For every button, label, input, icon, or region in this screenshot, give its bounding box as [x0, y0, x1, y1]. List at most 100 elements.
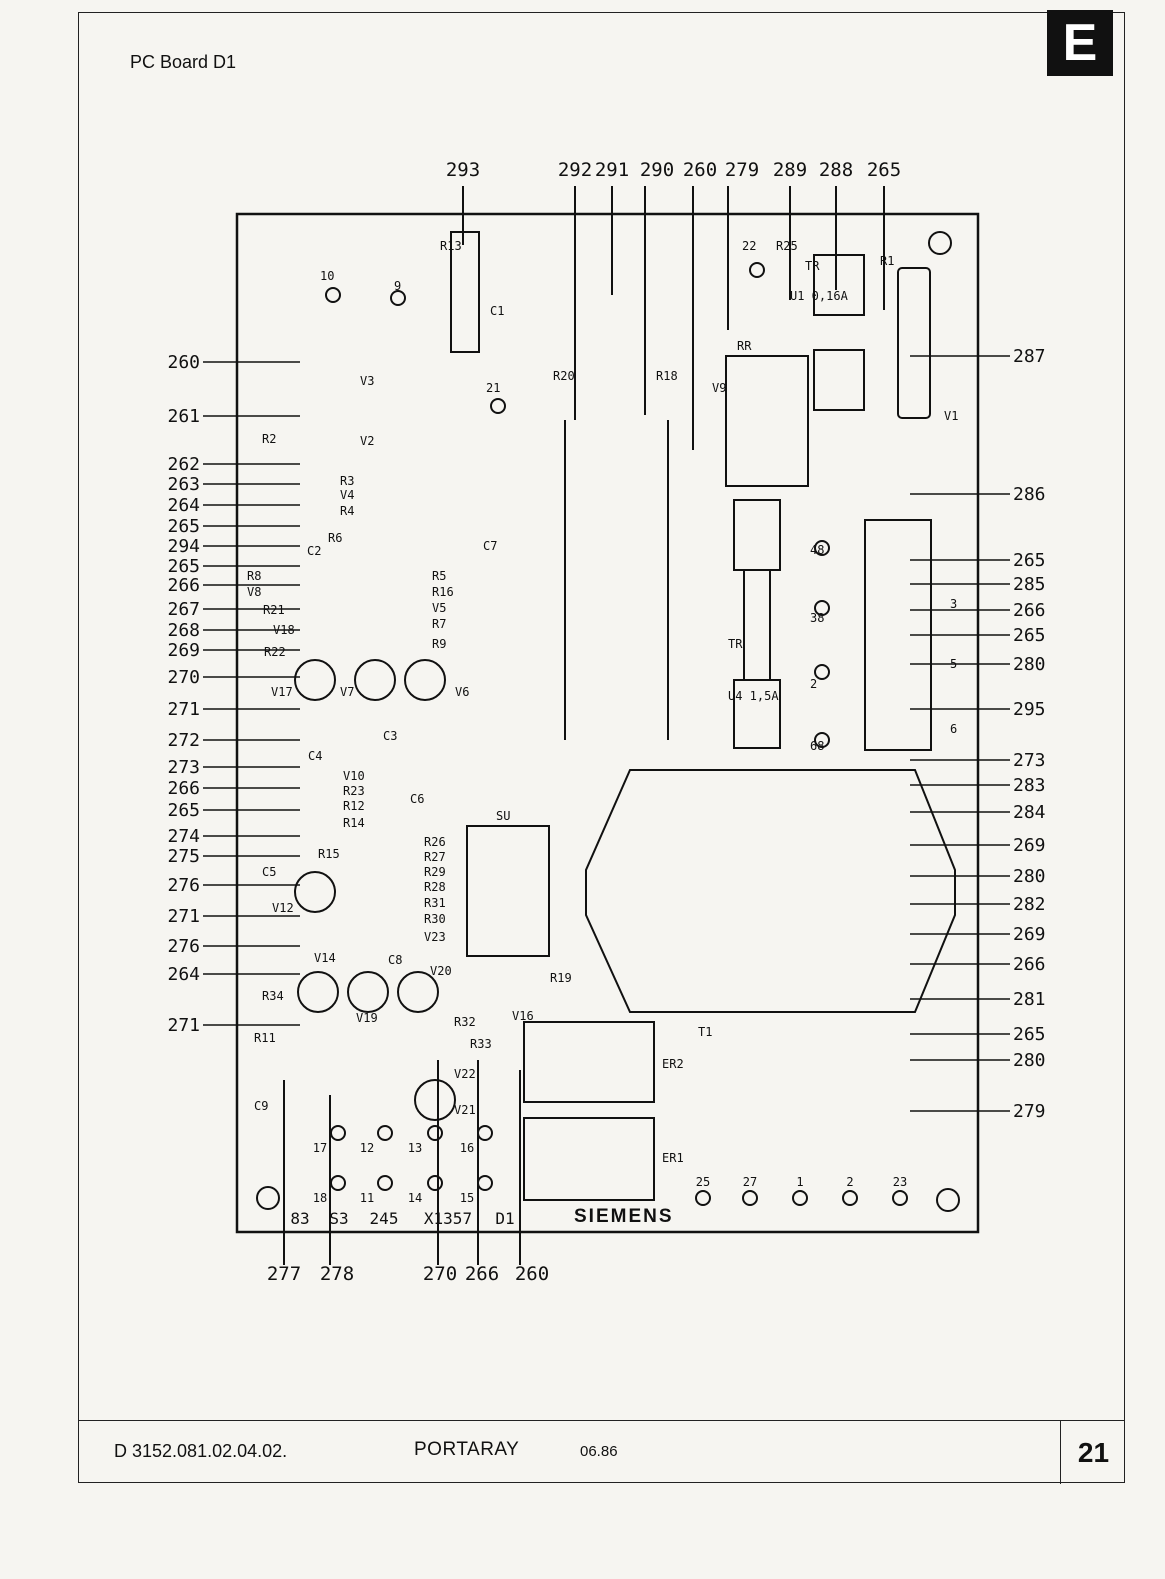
callout-bottom: 270 — [423, 1263, 457, 1285]
callout-right: 269 — [1013, 835, 1046, 856]
component-label: U4 1,5A — [728, 689, 779, 703]
component-label: V7 — [340, 685, 354, 699]
bottom-pin-label: 83 — [290, 1209, 309, 1228]
bottom-pin-label: D1 — [495, 1209, 514, 1228]
issue-date: 06.86 — [580, 1443, 618, 1460]
callout-left: 266 — [167, 778, 200, 799]
callout-left: 269 — [167, 640, 200, 661]
component-label: R13 — [440, 239, 462, 253]
callout-right: 280 — [1013, 866, 1046, 887]
pad-label: 14 — [408, 1191, 422, 1205]
fuse-holder-u1 — [813, 254, 865, 316]
bottom-pin-label: 245 — [370, 1209, 399, 1228]
component-label: R7 — [432, 617, 446, 631]
callout-right: 279 — [1013, 1101, 1046, 1122]
board-outline — [235, 212, 980, 1234]
component-label: V16 — [512, 1009, 534, 1023]
callout-left: 275 — [167, 846, 200, 867]
callout-right: 285 — [1013, 574, 1046, 595]
relay-er2 — [523, 1021, 655, 1103]
callout-top: 289 — [773, 159, 807, 181]
component-label: TR — [805, 259, 820, 273]
pad-label: 27 — [743, 1175, 757, 1189]
component-label: V2 — [360, 434, 374, 448]
pad-label: 18 — [313, 1191, 327, 1205]
callout-right: 286 — [1013, 484, 1046, 505]
component-label: R34 — [262, 989, 284, 1003]
component-label: 5 — [950, 657, 957, 671]
board-brand-label: SIEMENS — [574, 1206, 674, 1227]
component-label: V3 — [360, 374, 374, 388]
pad-label: 1 — [796, 1175, 803, 1189]
component-label: C6 — [410, 792, 424, 806]
component-label: V21 — [454, 1103, 476, 1117]
callout-bottom: 260 — [515, 1263, 549, 1285]
component-label: SU — [496, 809, 510, 823]
component-label: R1 — [880, 254, 894, 268]
callout-right: 280 — [1013, 654, 1046, 675]
component-label: R11 — [254, 1031, 276, 1045]
callout-left: 264 — [167, 495, 200, 516]
callout-bottom: 277 — [267, 1263, 301, 1285]
callout-left: 265 — [167, 556, 200, 577]
component-label: 38 — [810, 611, 824, 625]
callout-left: 262 — [167, 454, 200, 475]
callout-right: 265 — [1013, 625, 1046, 646]
component-label: C9 — [254, 1099, 268, 1113]
component-label: R26 — [424, 835, 446, 849]
component-label: C5 — [262, 865, 276, 879]
callout-left: 265 — [167, 800, 200, 821]
component-label: R2 — [262, 432, 276, 446]
resistor-r13 — [450, 231, 480, 353]
relay-block — [725, 355, 809, 487]
component-label: R25 — [776, 239, 798, 253]
component-label: R3 — [340, 474, 354, 488]
component-label: R30 — [424, 912, 446, 926]
module-su — [466, 825, 550, 957]
callout-left: 271 — [167, 1015, 200, 1036]
component-label: V9 — [712, 381, 726, 395]
bottom-pin-label: X1357 — [424, 1209, 472, 1228]
component-label: V14 — [314, 951, 336, 965]
page-frame — [78, 12, 1125, 1483]
component-label: ER1 — [662, 1151, 684, 1165]
callout-left: 274 — [167, 826, 200, 847]
component-label: U1 0,16A — [790, 289, 849, 303]
callout-right: 281 — [1013, 989, 1046, 1010]
component-label: R20 — [553, 369, 575, 383]
callout-top: 293 — [446, 159, 480, 181]
component-label: ER2 — [662, 1057, 684, 1071]
pad-label: 11 — [360, 1191, 374, 1205]
component-label: R5 — [432, 569, 446, 583]
section-tab: E — [1047, 10, 1113, 76]
component-label: V4 — [340, 488, 354, 502]
callout-left: 261 — [167, 406, 200, 427]
component-label: C7 — [483, 539, 497, 553]
component-label: R8 — [247, 569, 261, 583]
callout-top: 260 — [683, 159, 717, 181]
callout-left: 272 — [167, 730, 200, 751]
page-number: 21 — [1060, 1421, 1126, 1484]
component-label: R23 — [343, 784, 365, 798]
callout-top: 288 — [819, 159, 853, 181]
callout-left: 276 — [167, 875, 200, 896]
callout-left: 271 — [167, 906, 200, 927]
component-label: R27 — [424, 850, 446, 864]
callout-right: 280 — [1013, 1050, 1046, 1071]
fuse-holder-u1b — [813, 349, 865, 411]
component-label: TR — [728, 637, 743, 651]
component-label: V17 — [271, 685, 293, 699]
component-label: C2 — [307, 544, 321, 558]
component-label: 10 — [320, 269, 334, 283]
component-label: R31 — [424, 896, 446, 910]
component-label: V20 — [430, 964, 452, 978]
component-label: C8 — [388, 953, 402, 967]
fuse-holder-u4 — [733, 679, 781, 749]
component-label: 22 — [742, 239, 756, 253]
component-label: 21 — [486, 381, 500, 395]
connector-v1 — [897, 267, 931, 419]
page-title: PC Board D1 — [130, 52, 237, 72]
component-label: R14 — [343, 816, 365, 830]
component-label: V12 — [272, 901, 294, 915]
callout-top: 279 — [725, 159, 759, 181]
